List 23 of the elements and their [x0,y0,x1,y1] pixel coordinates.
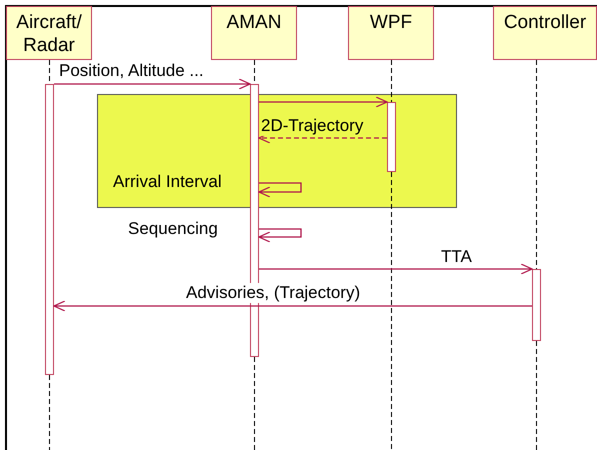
lifeline [536,340,537,450]
lifeline [391,172,392,450]
lifeline [254,356,255,450]
lifeline-header: AMAN [211,6,297,60]
message-arrow [259,96,388,108]
lifeline-header: Controller [493,6,597,60]
lifeline [536,60,537,270]
message-arrow [258,228,302,243]
lifeline-header: Aircraft/ Radar [6,6,92,60]
message-arrow [259,263,533,275]
lifeline [391,60,392,102]
message-arrow [53,300,532,312]
activation-bar [387,102,396,172]
message-arrow [258,182,302,198]
message-label: Advisories, (Trajectory) [185,283,362,303]
activation-bar [532,269,541,341]
message-label: Position, Altitude ... [58,61,205,81]
lifeline-header: WPF [348,6,434,60]
activation-bar [45,84,54,375]
lifeline [49,374,50,450]
message-label: 2D-Trajectory [260,116,364,136]
message-label: Sequencing [127,219,219,239]
message-arrow [54,78,251,90]
